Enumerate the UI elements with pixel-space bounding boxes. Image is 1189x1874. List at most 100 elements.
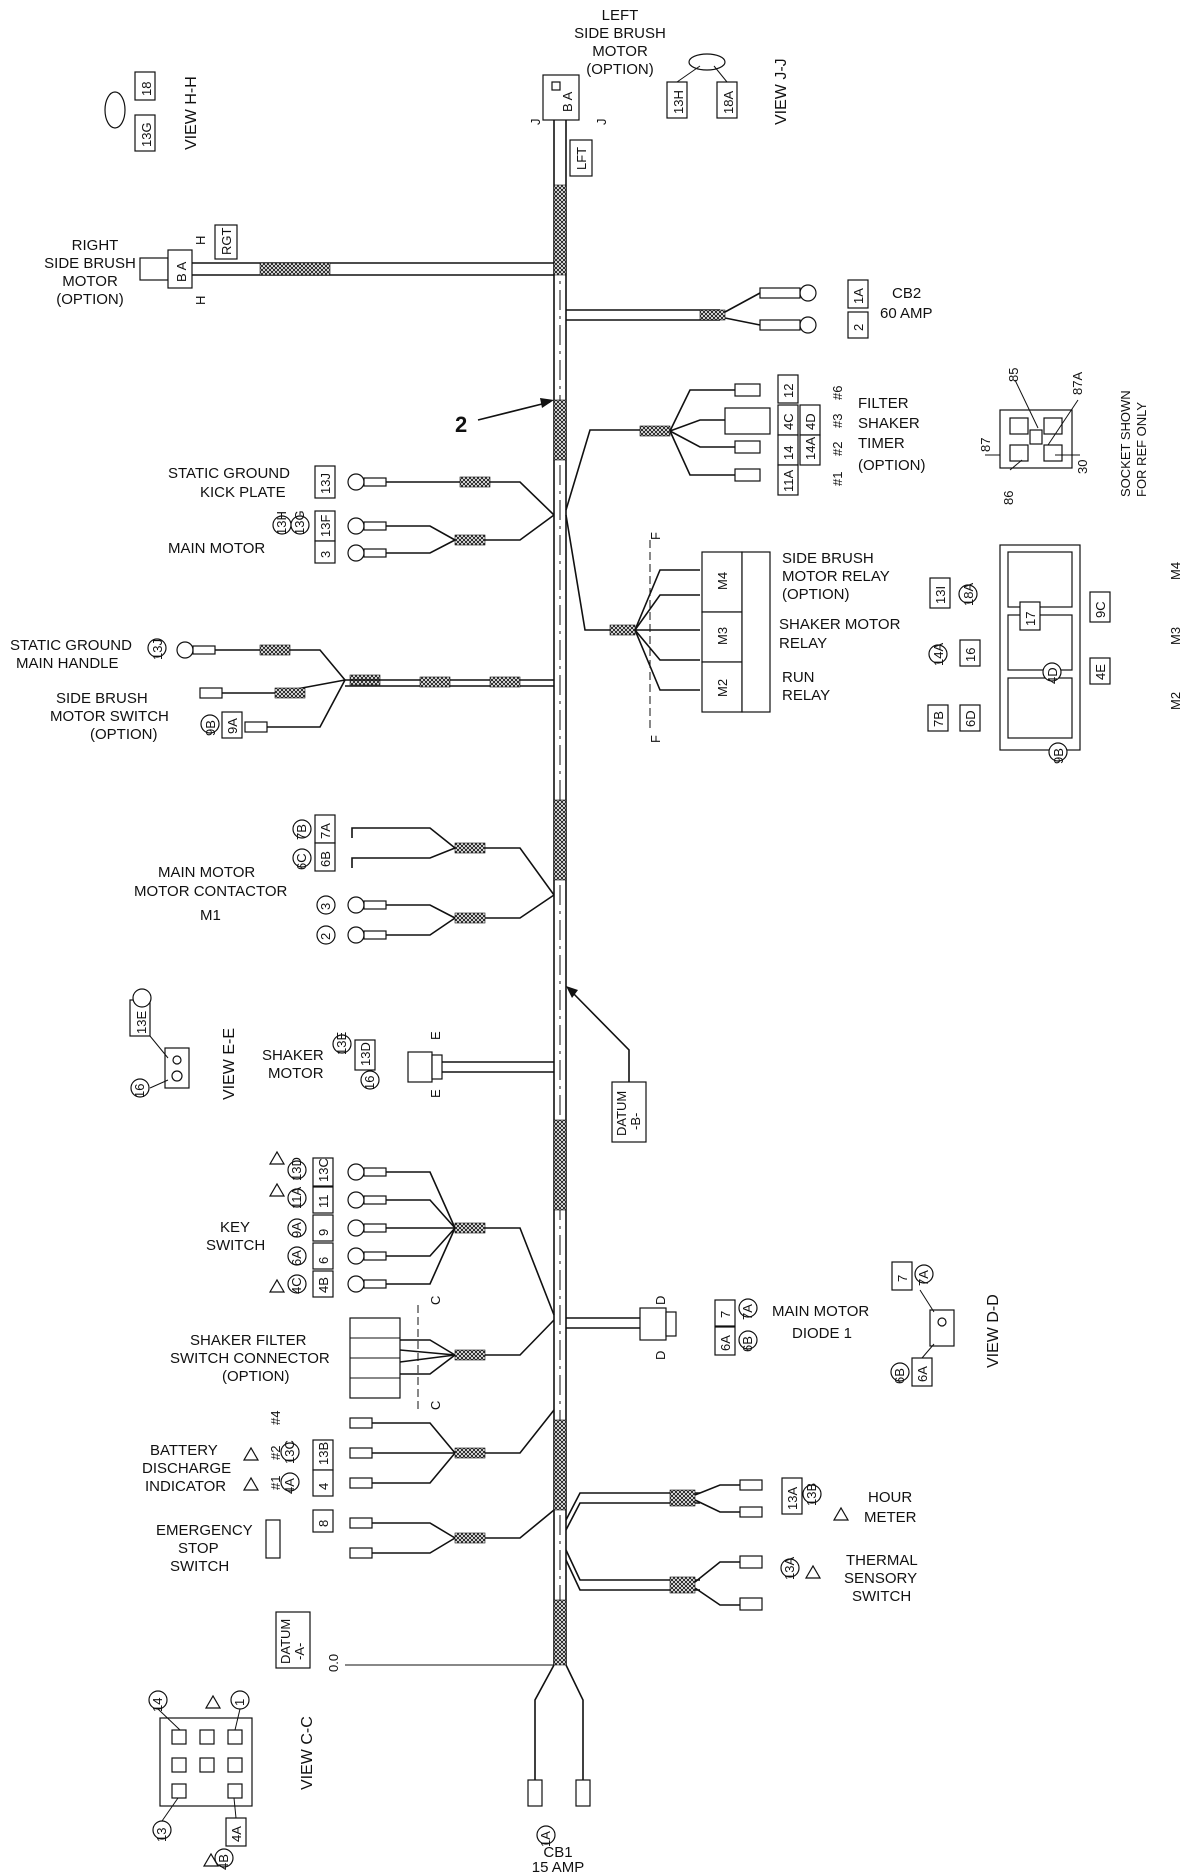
wire-6a-diode: 6A [718, 1335, 733, 1351]
section-e-top: E [428, 1031, 443, 1040]
sbr-label-2: MOTOR RELAY [782, 568, 890, 585]
relay-socket-reference: 85 87A 87 86 30 [978, 368, 1090, 505]
cb2-label-2: 60 AMP [880, 305, 933, 322]
sbs-label-1: SIDE BRUSH [56, 690, 148, 707]
wire-9a-switch: 9A [225, 718, 240, 734]
estop-label-3: SWITCH [170, 1558, 229, 1575]
view-jj-detail: 13H 18A [666, 53, 738, 119]
wire-7-diode: 7 [718, 1311, 733, 1318]
right-side-brush-label-4: (OPTION) [56, 291, 124, 308]
wire-18-hh: 18 [139, 82, 154, 96]
wire-6c-contactor: 6C [294, 853, 309, 870]
emergency-stop-branch: 8 [265, 1509, 555, 1559]
wire-13g-hh: 13G [139, 122, 154, 147]
sbr-label-1: SIDE BRUSH [782, 550, 874, 567]
shaker-motor-label-2: MOTOR [268, 1065, 324, 1082]
wire-6b-contactor: 6B [318, 851, 333, 867]
cb2-branch: 1A 2 [566, 279, 869, 339]
wire-7-dd: 7 [895, 1275, 910, 1282]
fst-label-4: (OPTION) [858, 457, 926, 474]
section-e-bottom: E [428, 1089, 443, 1098]
view-dd-detail: 7 7A 6A 6B [890, 1261, 955, 1387]
wire-6a-key: 6A [289, 1250, 304, 1266]
wire-9c: 9C [1093, 601, 1108, 618]
view-cc-label: VIEW C-C [299, 1716, 316, 1790]
lft-label: LFT [574, 147, 589, 170]
key-switch-label-1: KEY [220, 1219, 250, 1236]
run-relay-label-1: RUN [782, 669, 815, 686]
wire-9b-switch: 9B [203, 720, 218, 736]
wire-6d: 6D [963, 710, 978, 727]
pin-85: 85 [1006, 368, 1021, 382]
wire-11-key: 11 [316, 1195, 331, 1209]
cb1-branch: 1A [527, 1664, 591, 1847]
section-h-top: H [193, 236, 208, 245]
wire-6-key: 6 [316, 1257, 331, 1264]
wire-14-cc: 14 [150, 1698, 165, 1712]
sbs-label-2: MOTOR SWITCH [50, 708, 169, 725]
thermal-label-3: SWITCH [852, 1588, 911, 1605]
datum-a-value: 0.0 [326, 1654, 341, 1672]
section-h-bottom: H [193, 296, 208, 305]
relay-tag-m4: M4 [715, 572, 730, 590]
wire-1a-cb2: 1A [851, 288, 866, 304]
key-switch-branch: 13C 11 9 6 4B 13D 11A 9A 6A 4C [268, 1150, 555, 1316]
wire-13d-shaker: 13D [358, 1042, 373, 1066]
view-ee-detail: 13E 16 [129, 988, 190, 1098]
fst-label-2: SHAKER [858, 415, 920, 432]
m2-side-tag: M2 [1168, 692, 1183, 710]
battery-indicator-branch: 13B 4 13C 4A #4 #2 #1 [242, 1409, 555, 1497]
thermal-switch-branch: 13A [565, 1549, 822, 1611]
thermal-label-2: SENSORY [844, 1570, 917, 1587]
section-j-right: J [594, 119, 609, 126]
view-ee-label: VIEW E-E [221, 1028, 238, 1100]
section-c-bottom: C [428, 1401, 443, 1410]
estop-label-1: EMERGENCY [156, 1522, 253, 1539]
cb2-label-1: CB2 [892, 285, 921, 302]
shaker-filter-switch-branch: C C [349, 1296, 555, 1410]
section-j-left: J [528, 119, 543, 126]
right-side-brush-label-2: SIDE BRUSH [44, 255, 136, 272]
wire-13i: 13I [933, 586, 948, 604]
main-handle-label-1: STATIC GROUND [10, 637, 132, 654]
wire-13f: 13F [318, 515, 333, 537]
wire-12: 12 [781, 384, 796, 398]
wire-18a-jj: 18A [721, 91, 736, 114]
shaker-motor-branch: 13D 13E 16 E E [332, 1031, 554, 1098]
mmc-label-1: MAIN MOTOR [158, 864, 255, 881]
cb1-label-1: CB1 [543, 1844, 572, 1861]
pin-30: 30 [1075, 460, 1090, 474]
sbr-label-3: (OPTION) [782, 586, 850, 603]
section-d-bottom: D [653, 1351, 668, 1360]
datum-b-label-1: DATUM [614, 1091, 629, 1136]
wire-16-ee: 16 [132, 1084, 147, 1098]
datum-b: DATUM -B- [566, 986, 647, 1143]
hour-meter-label-2: METER [864, 1509, 917, 1526]
wire-6b-dd: 6B [892, 1368, 907, 1384]
relay-block: M4 M3 M2 F F [565, 514, 771, 743]
main-handle-branch: 13J 9B 9A [147, 638, 554, 739]
wire-4a-batt: 4A [282, 1478, 297, 1494]
wire-6b-diode: 6B [740, 1336, 755, 1352]
wire-13j-kick: 13J [318, 473, 333, 494]
datum-a-label-1: DATUM [278, 1619, 293, 1664]
pin-87a: 87A [1070, 372, 1085, 395]
pin-6: #6 [830, 386, 845, 400]
wire-7a-diode: 7A [740, 1304, 755, 1320]
wire-13b-batt: 13B [316, 1442, 331, 1465]
wire-13c-batt: 13C [282, 1440, 297, 1464]
ba-label-top: B A [560, 91, 575, 112]
batt-pin-4: #4 [268, 1411, 283, 1425]
relay-tag-m2: M2 [715, 679, 730, 697]
wire-16-shaker: 16 [362, 1076, 377, 1090]
wire-6a-dd: 6A [915, 1366, 930, 1382]
mmc-label-2: MOTOR CONTACTOR [134, 883, 288, 900]
battery-label-2: DISCHARGE [142, 1460, 231, 1477]
wire-13j-main: 13J [150, 639, 165, 660]
wire-4b-cc: 4B [216, 1854, 231, 1870]
wire-13e-shaker: 13E [334, 1032, 349, 1055]
wire-13a-hour: 13A [785, 1487, 800, 1510]
view-hh-detail: 18 13G [104, 71, 156, 152]
rgt-label: RGT [219, 228, 234, 256]
